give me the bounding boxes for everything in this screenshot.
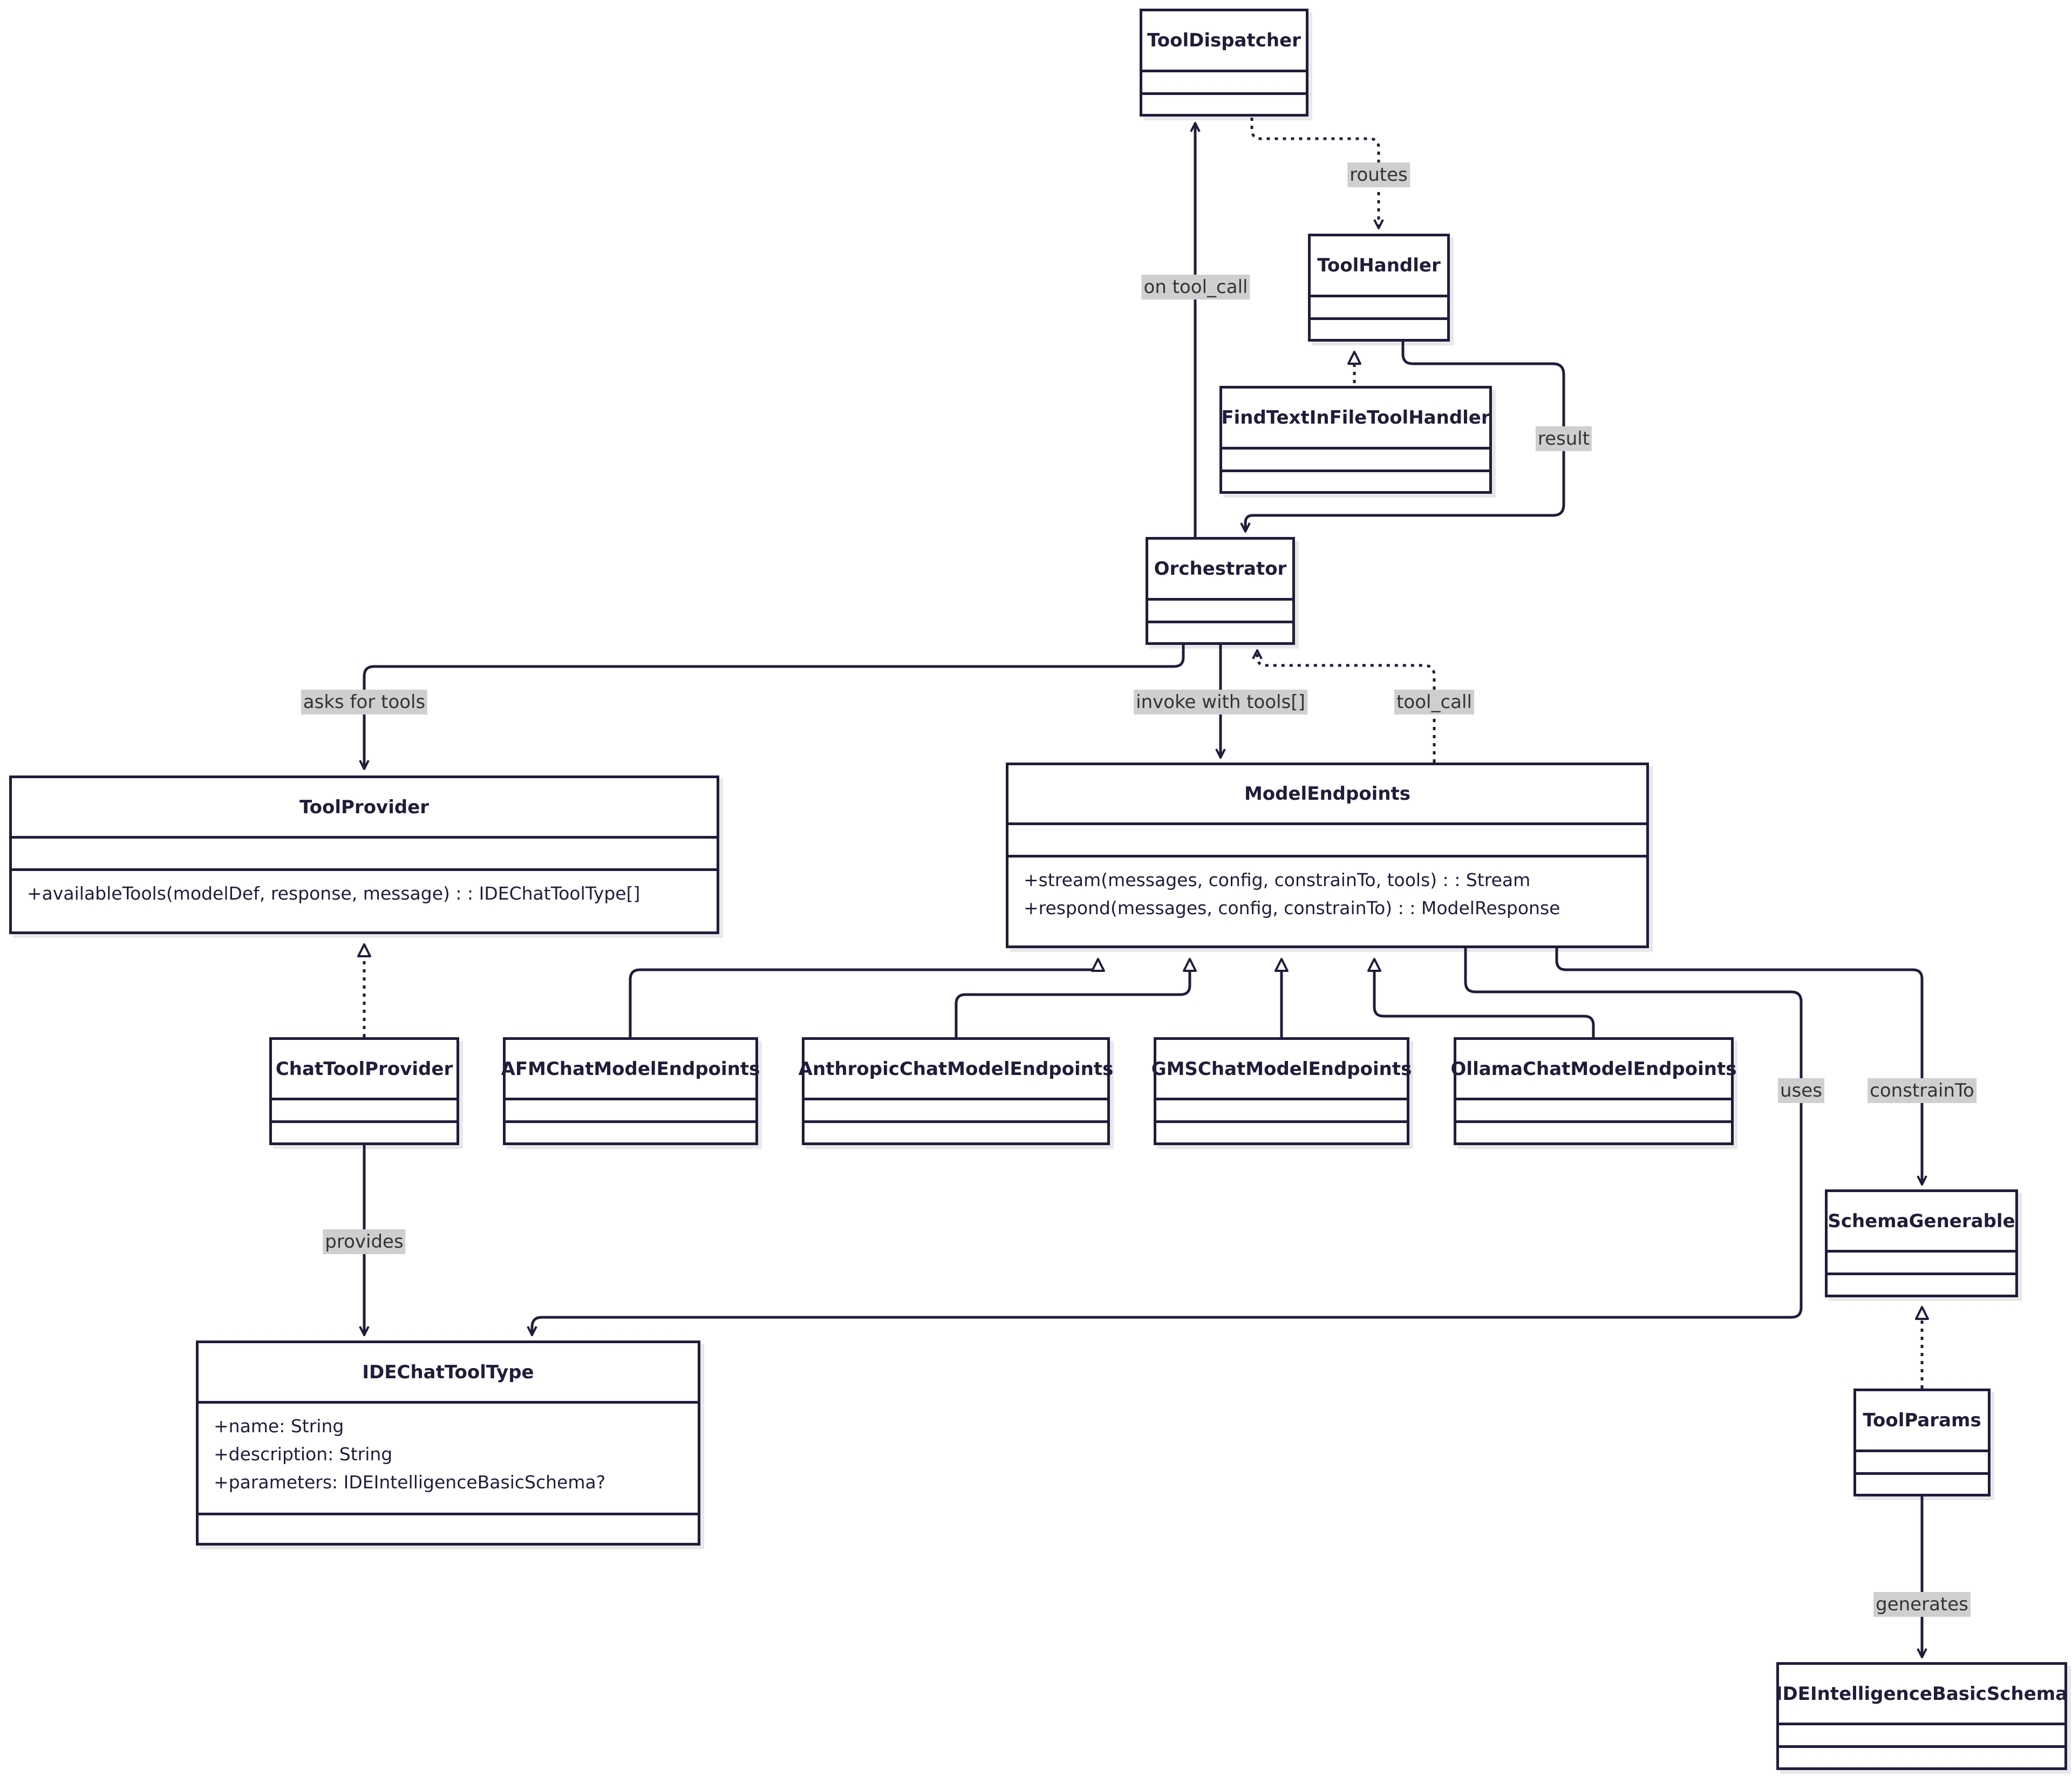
edge-routes: [1250, 118, 1384, 229]
class-toolparams[interactable]: ToolParams: [1853, 1389, 1991, 1496]
class-methods: [1311, 320, 1447, 339]
class-toolhandler[interactable]: ToolHandler: [1308, 234, 1450, 342]
class-methods: [1828, 1275, 2015, 1295]
class-attributes: [1779, 1725, 2064, 1748]
class-modelendpoints[interactable]: ModelEndpoints +stream(messages, config,…: [1006, 763, 1649, 948]
class-name: ToolParams: [1856, 1391, 1988, 1452]
edge-label-invoke-with-tools: invoke with tools[]: [1134, 690, 1307, 715]
class-attributes: [1311, 297, 1447, 320]
class-methods: [805, 1123, 1107, 1142]
edge-label-result: result: [1535, 426, 1592, 451]
class-methods: [1779, 1748, 2064, 1767]
attribute-item: +name: String: [214, 1416, 344, 1437]
class-methods: [1148, 623, 1292, 642]
class-attributes: [1856, 1452, 1988, 1475]
class-methods: [199, 1515, 698, 1543]
class-methods: [506, 1123, 755, 1142]
class-attributes: [1008, 825, 1646, 858]
class-afmchatmodelendpoints[interactable]: AFMChatModelEndpoints: [501, 1037, 760, 1145]
edge-asks-for-tools: [359, 644, 1185, 770]
class-findtextinfiletoolhandler[interactable]: FindTextInFileToolHandler: [1219, 386, 1492, 494]
edge-uses: [527, 947, 1803, 1336]
class-methods: +stream(messages, config, constrainTo, t…: [1008, 858, 1646, 945]
edge-label-on-tool-call: on tool_call: [1141, 275, 1250, 300]
class-attributes: [12, 839, 717, 871]
method-item: +respond(messages, config, constrainTo) …: [1024, 897, 1560, 918]
edge-afm-extends-modelendpoints: [629, 958, 1105, 1037]
class-methods: [1222, 472, 1489, 491]
class-tooldispatcher[interactable]: ToolDispatcher: [1140, 9, 1308, 117]
class-chattoolprovider[interactable]: ChatToolProvider: [269, 1037, 459, 1145]
edge-label-generates: generates: [1873, 1592, 1971, 1617]
attribute-item: +parameters: IDEIntelligenceBasicSchema?: [214, 1472, 606, 1493]
class-name: IDEIntelligenceBasicSchema: [1776, 1665, 2068, 1725]
edge-label-uses: uses: [1778, 1078, 1824, 1103]
class-name: AFMChatModelEndpoints: [501, 1040, 760, 1100]
class-name: FindTextInFileToolHandler: [1221, 389, 1490, 450]
class-gmschatmodelendpoints[interactable]: GMSChatModelEndpoints: [1151, 1037, 1412, 1145]
class-name: IDEChatToolType: [199, 1343, 698, 1404]
edge-label-provides: provides: [323, 1229, 406, 1254]
class-attributes: [1456, 1100, 1731, 1123]
edge-label-tool-call: tool_call: [1394, 690, 1474, 715]
class-idechattooltype[interactable]: IDEChatToolType +name: String +descripti…: [196, 1340, 700, 1546]
class-toolprovider[interactable]: ToolProvider +availableTools(modelDef, r…: [9, 775, 719, 934]
class-name: ToolProvider: [12, 778, 717, 839]
class-attributes: +name: String +description: String +para…: [199, 1404, 698, 1515]
class-ideintelligencebasicschema[interactable]: IDEIntelligenceBasicSchema: [1776, 1662, 2068, 1770]
class-orchestrator[interactable]: Orchestrator: [1146, 537, 1295, 645]
edge-ollama-extends-modelendpoints: [1367, 958, 1595, 1037]
class-name: SchemaGenerable: [1828, 1192, 2015, 1253]
class-name: ToolHandler: [1311, 236, 1447, 297]
class-name: ToolDispatcher: [1142, 11, 1306, 72]
class-methods: [1142, 95, 1306, 114]
class-name: GMSChatModelEndpoints: [1151, 1040, 1412, 1100]
class-attributes: [1156, 1100, 1407, 1123]
class-attributes: [1148, 601, 1292, 623]
class-attributes: [1222, 450, 1489, 472]
edge-label-asks-for-tools: asks for tools: [301, 690, 428, 715]
class-attributes: [272, 1100, 456, 1123]
class-name: Orchestrator: [1148, 540, 1292, 601]
edge-anthropic-extends-modelendpoints: [955, 958, 1197, 1037]
class-name: ModelEndpoints: [1008, 765, 1646, 825]
edge-label-routes: routes: [1347, 162, 1410, 187]
method-item: +availableTools(modelDef, response, mess…: [27, 883, 640, 904]
class-attributes: [805, 1100, 1107, 1123]
class-methods: [1856, 1475, 1988, 1494]
edge-constrain-to: [1555, 947, 1927, 1186]
class-name: ChatToolProvider: [272, 1040, 456, 1100]
class-name: AnthropicChatModelEndpoints: [799, 1040, 1113, 1100]
class-schemagenerable[interactable]: SchemaGenerable: [1825, 1189, 2018, 1297]
edge-tool-call: [1252, 649, 1436, 763]
class-ollamachatmodelendpoints[interactable]: OllamaChatModelEndpoints: [1451, 1037, 1736, 1145]
class-attributes: [1828, 1253, 2015, 1275]
class-attributes: [506, 1100, 755, 1123]
attribute-item: +description: String: [214, 1444, 393, 1465]
method-item: +stream(messages, config, constrainTo, t…: [1024, 869, 1531, 890]
class-methods: [272, 1123, 456, 1142]
class-anthropicchatmodelendpoints[interactable]: AnthropicChatModelEndpoints: [799, 1037, 1113, 1145]
class-methods: [1456, 1123, 1731, 1142]
edge-label-constrain-to: constrainTo: [1867, 1078, 1976, 1103]
class-name: OllamaChatModelEndpoints: [1451, 1040, 1736, 1100]
class-methods: [1156, 1123, 1407, 1142]
class-attributes: [1142, 72, 1306, 95]
class-methods: +availableTools(modelDef, response, mess…: [12, 871, 717, 931]
